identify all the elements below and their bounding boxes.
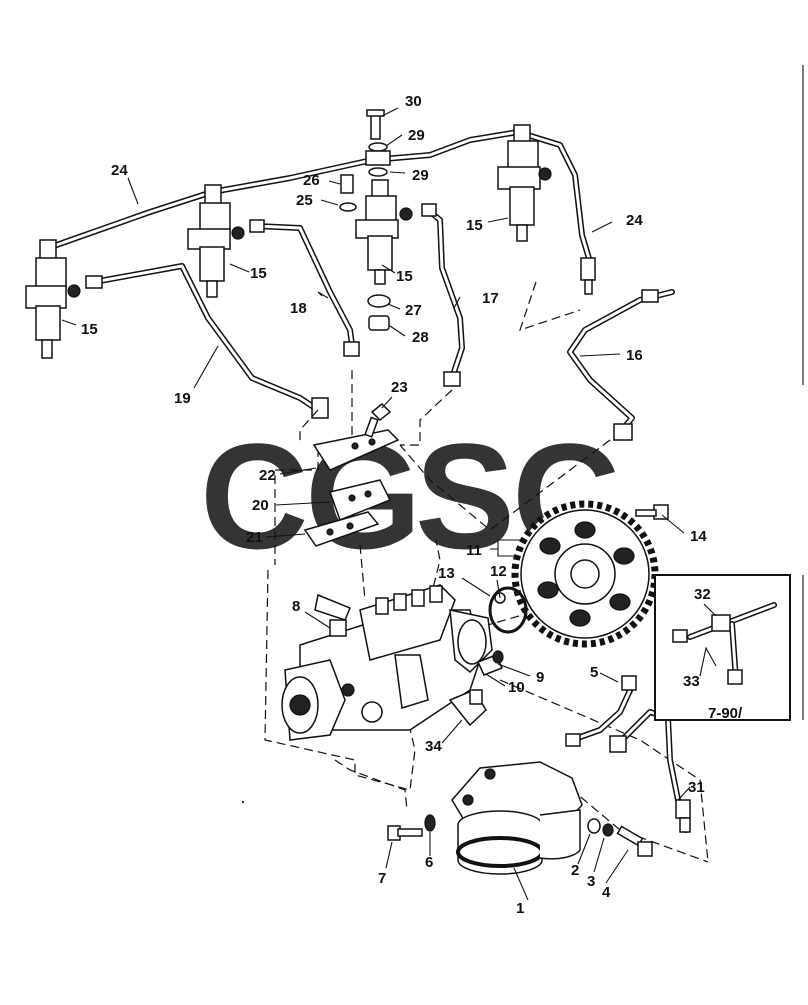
banjo-fitting — [365, 109, 391, 177]
leader-lines — [61, 107, 717, 901]
callout-27: 27 — [405, 302, 422, 319]
leak-off-line — [45, 129, 596, 295]
injector-2 — [187, 184, 245, 298]
fuel-filter — [451, 761, 583, 875]
callout-28: 28 — [412, 329, 429, 346]
injector-1 — [25, 239, 81, 359]
callout-15-b: 15 — [250, 265, 267, 282]
callout-24-b: 24 — [626, 212, 643, 229]
callout-17: 17 — [482, 290, 499, 307]
callout-31: 31 — [688, 779, 705, 796]
callout-32: 32 — [694, 586, 711, 603]
callout-33: 33 — [683, 673, 700, 690]
washer-6 — [424, 814, 436, 832]
watermark-letter-c1: C — [200, 412, 308, 580]
bolt-9 — [476, 650, 504, 676]
callout-11: 11 — [466, 542, 482, 559]
bolt-23 — [364, 402, 392, 438]
callout-30: 30 — [405, 93, 422, 110]
callout-22: 22 — [259, 467, 276, 484]
callout-labels: 1 2 3 4 5 6 7 8 9 10 11 12 13 14 15 15 1… — [81, 93, 711, 917]
callout-15-d: 15 — [466, 217, 483, 234]
inset-detail: 7-90/ — [654, 574, 791, 722]
callout-24-a: 24 — [111, 162, 128, 179]
leak-off-fitting — [580, 257, 596, 281]
callout-9: 9 — [536, 669, 544, 686]
callout-13: 13 — [438, 565, 455, 582]
plate-20 — [329, 479, 392, 521]
callout-5: 5 — [590, 664, 598, 681]
callout-25: 25 — [296, 192, 313, 209]
washer-bottom — [368, 167, 388, 177]
clamp-bolt — [340, 174, 354, 194]
callout-23: 23 — [391, 379, 408, 396]
drive-gear — [511, 500, 659, 648]
injection-line-17 — [421, 203, 465, 387]
callout-16: 16 — [626, 347, 643, 364]
callout-6: 6 — [425, 854, 433, 871]
injection-pump — [281, 584, 493, 741]
clamp-washer — [339, 202, 357, 212]
callout-19: 19 — [174, 390, 191, 407]
callout-3: 3 — [587, 873, 595, 890]
nozzle-seal — [368, 315, 390, 331]
bolt-4 — [616, 825, 653, 857]
callout-2: 2 — [571, 862, 579, 879]
callout-4: 4 — [602, 884, 611, 901]
bolt-7 — [387, 825, 423, 841]
throttle-bracket-22 — [312, 429, 400, 471]
fuel-line-5 — [565, 675, 637, 747]
washer-3 — [602, 823, 614, 837]
callout-20: 20 — [252, 497, 269, 514]
plate-21 — [303, 511, 380, 547]
callout-15-c: 15 — [396, 268, 413, 285]
speck — [241, 800, 245, 804]
inset-caption: 7-90/ — [708, 705, 743, 722]
tee-fitting — [711, 614, 731, 632]
washer-2 — [587, 818, 601, 834]
nozzle-washer — [367, 294, 391, 308]
fuel-line-31 — [609, 709, 691, 833]
bolt-14 — [635, 504, 669, 520]
callout-10: 10 — [508, 679, 525, 696]
injector-3 — [355, 179, 413, 285]
callout-12: 12 — [490, 563, 507, 580]
callout-34: 34 — [425, 738, 442, 755]
callout-18: 18 — [290, 300, 307, 317]
callout-26: 26 — [303, 172, 320, 189]
injection-line-16 — [567, 289, 675, 441]
callout-29-a: 29 — [408, 127, 425, 144]
banjo-bolt — [370, 112, 381, 140]
callout-15-a: 15 — [81, 321, 98, 338]
o-ring — [488, 586, 528, 634]
banjo-body — [365, 150, 391, 166]
injector-4 — [497, 124, 552, 242]
callout-8: 8 — [292, 598, 300, 615]
callout-7: 7 — [378, 870, 386, 887]
elbow-fitting — [448, 689, 487, 727]
callout-1: 1 — [516, 900, 524, 917]
callout-29-b: 29 — [412, 167, 429, 184]
injection-line-18 — [249, 219, 360, 357]
washer-top — [368, 142, 388, 152]
callout-14: 14 — [690, 528, 707, 545]
callout-21: 21 — [246, 529, 263, 546]
leak-off-nipple — [584, 279, 593, 295]
